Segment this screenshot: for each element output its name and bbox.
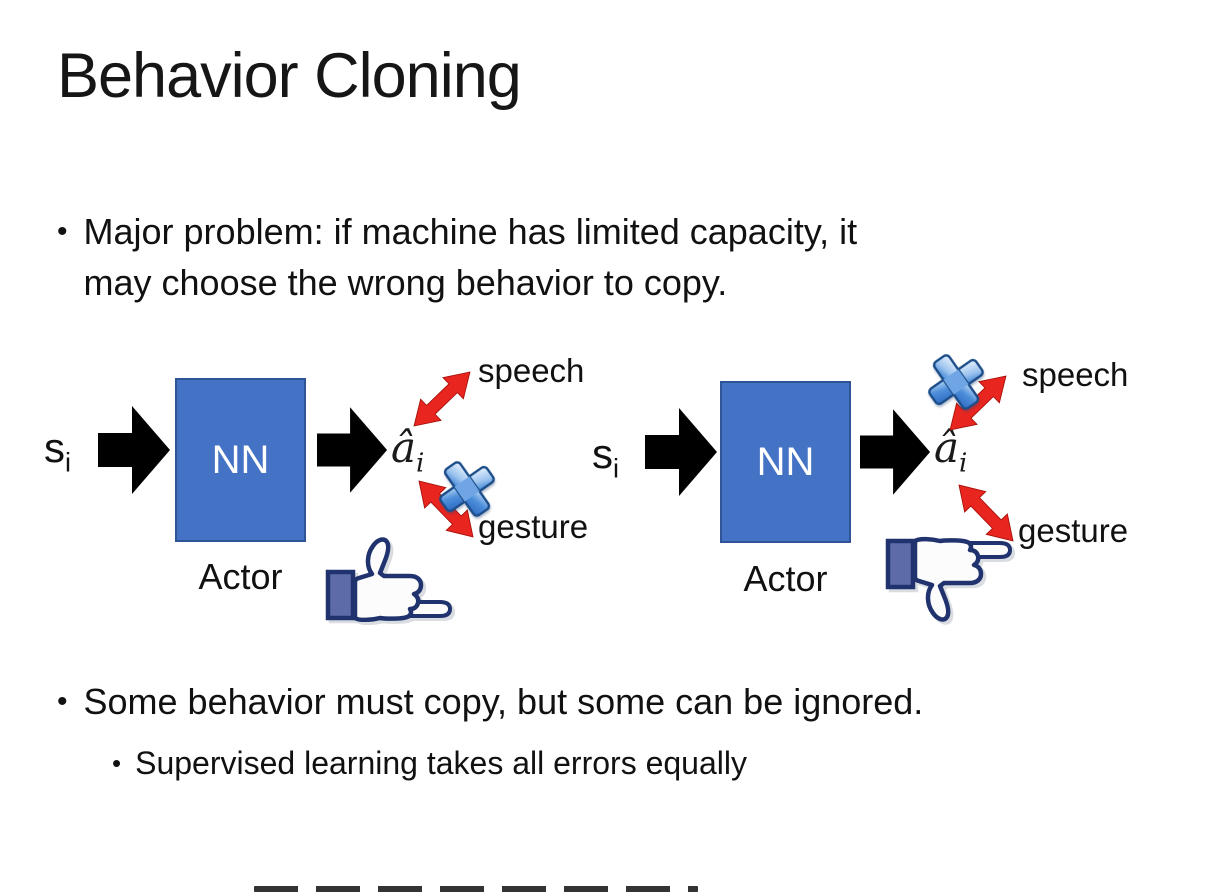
actor-label: Actor bbox=[198, 556, 283, 597]
bullet-text-line: may choose the wrong behavior to copy. bbox=[83, 262, 728, 303]
state-label: si bbox=[592, 430, 619, 484]
action-label: âi bbox=[391, 423, 425, 479]
bullet-text-line: Some behavior must copy, but some can be… bbox=[83, 681, 924, 722]
state-label: si bbox=[44, 424, 71, 478]
output-arrow-icon bbox=[860, 409, 931, 495]
page-title: Behavior Cloning bbox=[57, 41, 522, 111]
action-label: âi bbox=[934, 423, 968, 479]
output-arrow-icon bbox=[317, 407, 388, 493]
speech-link-icon bbox=[413, 371, 471, 427]
input-arrow-icon bbox=[645, 408, 717, 496]
bullet-marker: • bbox=[57, 685, 68, 718]
bullet-text-line: Supervised learning takes all errors equ… bbox=[135, 745, 747, 781]
speech-label: speech bbox=[1022, 356, 1129, 393]
speech-label: speech bbox=[478, 352, 585, 389]
bullet-text-line: Major problem: if machine has limited ca… bbox=[83, 211, 858, 252]
input-arrow-icon bbox=[98, 406, 170, 494]
nn-label: NN bbox=[211, 437, 270, 482]
gesture-label: gesture bbox=[1018, 512, 1129, 549]
speech-link-icon bbox=[949, 375, 1007, 431]
nn-label: NN bbox=[756, 439, 815, 484]
cross-icon bbox=[928, 354, 984, 410]
bullet-item-major-problem: • Major problem: if machine has limited … bbox=[57, 206, 857, 308]
thumbs-up-icon bbox=[325, 537, 453, 622]
cross-icon bbox=[439, 461, 495, 517]
bullet-item-supervised-learning: • Supervised learning takes all errors e… bbox=[112, 740, 747, 786]
nn-box: NN bbox=[720, 381, 851, 543]
bullet-item-some-behavior: • Some behavior must copy, but some can … bbox=[57, 676, 923, 727]
nn-box: NN bbox=[175, 378, 306, 542]
thumbs-down-icon bbox=[885, 536, 1013, 622]
actor-label: Actor bbox=[743, 558, 828, 599]
gesture-link-icon bbox=[958, 484, 1014, 542]
clipped-text-line bbox=[254, 886, 698, 892]
bullet-marker: • bbox=[57, 215, 68, 248]
gesture-label: gesture bbox=[478, 508, 589, 545]
bullet-marker: • bbox=[112, 748, 122, 778]
